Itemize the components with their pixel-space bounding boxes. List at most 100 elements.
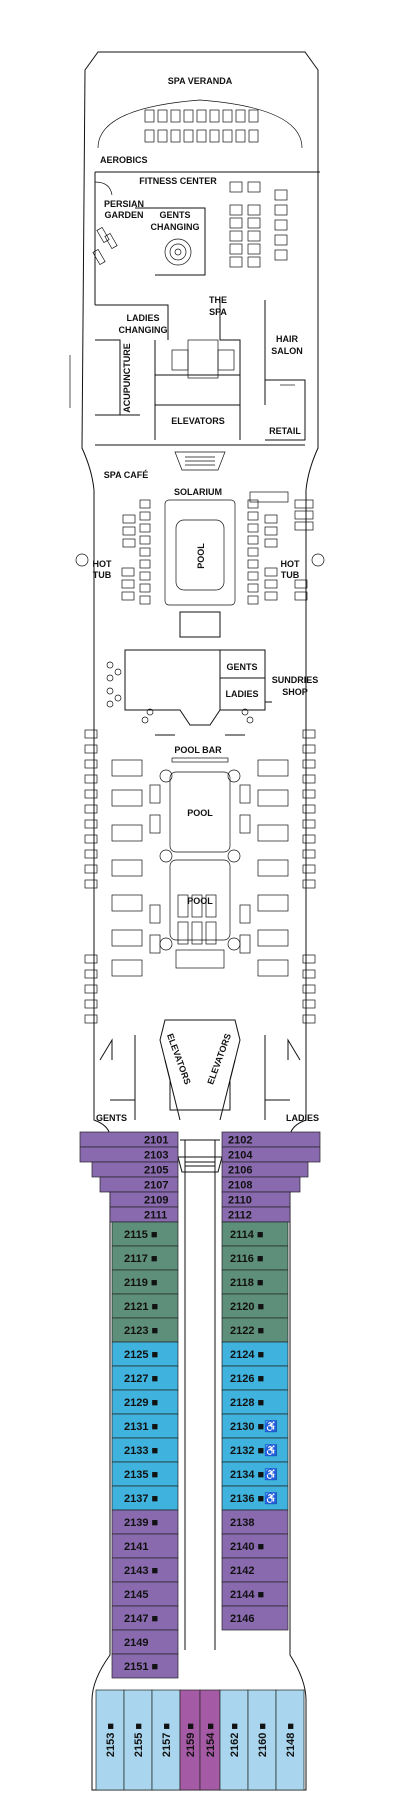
midship-loungers-left	[84, 729, 161, 1024]
cabin-2160[interactable]: 2160 ■	[247, 1689, 277, 1791]
cabin-2105[interactable]: 2105	[91, 1161, 179, 1178]
cabin-2144[interactable]: 2144 ■	[221, 1581, 289, 1607]
cabin-2138[interactable]: 2138	[221, 1509, 289, 1535]
cabin-2140[interactable]: 2140 ■	[221, 1533, 289, 1559]
solarium-stairs	[174, 451, 226, 471]
cabin-2148[interactable]: 2148 ■	[275, 1689, 305, 1791]
the-spa-label-2: SPA	[209, 307, 227, 317]
persian-garden-label-1: PERSIAN	[104, 199, 144, 209]
cabin-2153[interactable]: 2153 ■	[95, 1689, 125, 1791]
cabin-2143[interactable]: 2143 ■	[111, 1557, 179, 1583]
cabin-2117[interactable]: 2117 ■	[111, 1245, 179, 1271]
cabin-2145[interactable]: 2145	[111, 1581, 179, 1607]
cabin-2133[interactable]: 2133 ■	[111, 1437, 179, 1463]
cabin-2151[interactable]: 2151 ■	[111, 1653, 179, 1679]
cabin-2131[interactable]: 2131 ■	[111, 1413, 179, 1439]
cabin-2121[interactable]: 2121 ■	[111, 1293, 179, 1319]
cabin-2125[interactable]: 2125 ■	[111, 1341, 179, 1367]
cabin-2134[interactable]: 2134 ■♿	[221, 1461, 289, 1487]
ladies-changing-label-2: CHANGING	[119, 325, 168, 335]
cabin-2115[interactable]: 2115 ■	[111, 1221, 179, 1247]
cabin-number: 2160 ■	[257, 1723, 269, 1757]
cabin-2141[interactable]: 2141	[111, 1533, 179, 1559]
cabin-2123[interactable]: 2123 ■	[111, 1317, 179, 1343]
cabin-number: 2107	[144, 1180, 168, 1192]
aft-corridor	[177, 1139, 223, 1650]
cabin-2132[interactable]: 2132 ■♿	[221, 1437, 289, 1463]
cabin-number: 2134 ■♿	[230, 1468, 278, 1481]
forward-pool	[164, 499, 236, 606]
cabin-2142[interactable]: 2142	[221, 1557, 289, 1583]
loungers-right	[247, 491, 314, 605]
midships-pool-label-2: POOL	[187, 896, 213, 906]
cabin-number: 2146	[230, 1613, 254, 1625]
cabin-2126[interactable]: 2126 ■	[221, 1365, 289, 1391]
cabin-2108[interactable]: 2108	[221, 1176, 301, 1193]
cabin-number: 2130 ■♿	[230, 1420, 278, 1433]
cabin-2107[interactable]: 2107	[99, 1176, 179, 1193]
spa-veranda-windows	[144, 109, 259, 143]
cabin-number: 2117 ■	[124, 1253, 158, 1265]
cabin-2112[interactable]: 2112	[221, 1206, 291, 1223]
ladies-label: LADIES	[225, 689, 258, 699]
cabin-2101[interactable]: 2101	[79, 1131, 179, 1148]
cabin-2110[interactable]: 2110	[221, 1191, 291, 1208]
loungers-left	[121, 499, 151, 605]
persian-garden-label-2: GARDEN	[104, 210, 143, 220]
cabin-number: 2136 ■♿	[230, 1492, 278, 1505]
cabin-2159[interactable]: 2159 ■	[179, 1689, 201, 1791]
fitness-center-label: FITNESS CENTER	[139, 176, 217, 186]
gents-label: GENTS	[226, 662, 257, 672]
cabin-number: 2129 ■	[124, 1397, 158, 1409]
cabin-2139[interactable]: 2139 ■	[111, 1509, 179, 1535]
cabin-number: 2157 ■	[161, 1723, 173, 1757]
cabin-2116[interactable]: 2116 ■	[221, 1245, 289, 1271]
cabin-2102[interactable]: 2102	[221, 1131, 321, 1148]
acupuncture-label: ACUPUNCTURE	[122, 343, 132, 413]
cabin-number: 2126 ■	[230, 1373, 264, 1385]
cabin-number: 2142	[230, 1565, 254, 1577]
cabin-2130[interactable]: 2130 ■♿	[221, 1413, 289, 1439]
cabin-2162[interactable]: 2162 ■	[219, 1689, 249, 1791]
cabin-2120[interactable]: 2120 ■	[221, 1293, 289, 1319]
cabin-2147[interactable]: 2147 ■	[111, 1605, 179, 1631]
aerobics-label: AEROBICS	[100, 155, 148, 165]
cabin-2122[interactable]: 2122 ■	[221, 1317, 289, 1343]
cabin-number: 2155 ■	[133, 1723, 145, 1757]
cabin-number: 2106	[228, 1165, 252, 1177]
cabin-2128[interactable]: 2128 ■	[221, 1389, 289, 1415]
cabin-number: 2162 ■	[229, 1723, 241, 1757]
cabin-2104[interactable]: 2104	[221, 1146, 321, 1163]
hot-tub-left-label-1: HOT	[93, 559, 113, 569]
cabin-2114[interactable]: 2114 ■	[221, 1221, 289, 1247]
cabin-2118[interactable]: 2118 ■	[221, 1269, 289, 1295]
hot-tub-left-label-2: TUB	[93, 570, 112, 580]
sundries-shop-label-2: SHOP	[282, 687, 308, 697]
hot-tub-right	[311, 553, 325, 567]
cabin-2154[interactable]: 2154 ■	[199, 1689, 221, 1791]
cabins-stern: 2153 ■ 2155 ■ 2157 ■ 2159 ■2154 ■ 2162 ■ 2160…	[95, 1689, 305, 1791]
cabin-2135[interactable]: 2135 ■	[111, 1461, 179, 1487]
cabin-2111[interactable]: 2111	[109, 1206, 179, 1223]
cabin-2146[interactable]: 2146	[221, 1605, 289, 1631]
cabin-number: 2125 ■	[124, 1349, 158, 1361]
cabin-2155[interactable]: 2155 ■	[123, 1689, 153, 1791]
cabin-2124[interactable]: 2124 ■	[221, 1341, 289, 1367]
gents-changing-label-2: CHANGING	[151, 222, 200, 232]
fitness-machines	[229, 181, 288, 268]
cabin-2127[interactable]: 2127 ■	[111, 1365, 179, 1391]
cabin-number: 2137 ■	[124, 1493, 158, 1505]
cabin-2129[interactable]: 2129 ■	[111, 1389, 179, 1415]
hull-outline	[81, 51, 319, 1791]
cabin-2149[interactable]: 2149	[111, 1629, 179, 1655]
cabin-2109[interactable]: 2109	[109, 1191, 179, 1208]
cabin-2119[interactable]: 2119 ■	[111, 1269, 179, 1295]
cabin-2137[interactable]: 2137 ■	[111, 1485, 179, 1511]
cabin-number: 2145	[124, 1589, 148, 1601]
cabin-2103[interactable]: 2103	[79, 1146, 179, 1163]
cabin-2157[interactable]: 2157 ■	[151, 1689, 181, 1791]
cabin-number: 2101	[144, 1135, 168, 1147]
cabin-2136[interactable]: 2136 ■♿	[221, 1485, 289, 1511]
persian-garden-loungers	[92, 181, 192, 266]
cabin-2106[interactable]: 2106	[221, 1161, 309, 1178]
